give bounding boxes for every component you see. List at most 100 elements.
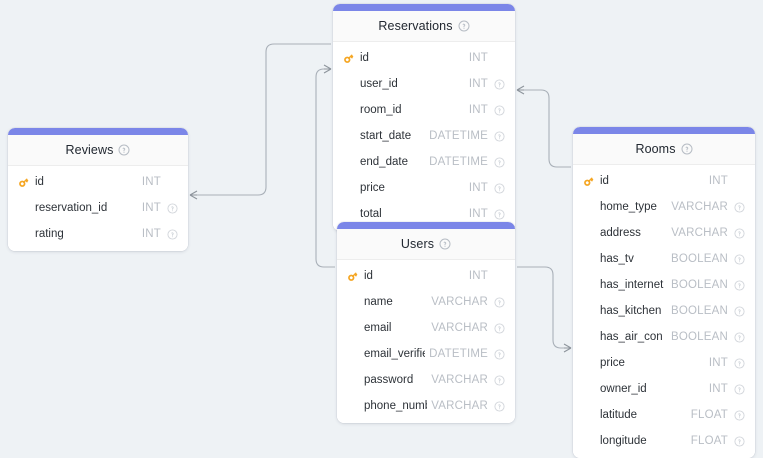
table-title: Reviews [65, 143, 114, 157]
column-type: VARCHAR [431, 374, 488, 386]
info-circle-icon[interactable] [439, 238, 451, 250]
info-circle-icon[interactable] [492, 78, 506, 90]
column-name: address [600, 227, 641, 239]
info-circle-icon[interactable] [458, 20, 470, 32]
column-name: phone_numbe [364, 400, 427, 412]
key-icon [18, 177, 31, 188]
key-icon [343, 53, 356, 64]
info-circle-icon[interactable] [681, 143, 693, 155]
info-circle-icon[interactable] [492, 208, 506, 220]
info-circle-icon[interactable] [492, 104, 506, 116]
column-name: room_id [360, 104, 402, 116]
column-type: VARCHAR [431, 400, 488, 412]
info-circle-icon[interactable] [732, 305, 746, 317]
info-circle-icon[interactable] [732, 201, 746, 213]
column-type: BOOLEAN [670, 331, 728, 343]
column-type: INT [468, 104, 488, 116]
column-name: home_type [600, 201, 657, 213]
table-title: Reservations [378, 19, 453, 33]
column-name: id [360, 52, 369, 64]
column-name: total [360, 208, 382, 220]
column-name: price [360, 182, 385, 194]
info-circle-icon[interactable] [492, 322, 506, 334]
edge-users-rooms [517, 266, 572, 353]
column-type: INT [141, 202, 161, 214]
info-circle-icon[interactable] [492, 130, 506, 142]
table-accent-bar [8, 128, 188, 135]
info-circle-icon[interactable] [732, 279, 746, 291]
column-type: BOOLEAN [670, 279, 728, 291]
info-circle-icon[interactable] [732, 253, 746, 265]
column-name: has_kitchen [600, 305, 662, 317]
column-type: INT [708, 357, 728, 369]
table-header-users[interactable]: Users [337, 229, 515, 260]
column-row[interactable]: price INT [333, 175, 515, 201]
column-row[interactable]: email_verified_ DATETIME [337, 341, 515, 367]
column-type: BOOLEAN [670, 253, 728, 265]
info-circle-icon[interactable] [492, 374, 506, 386]
table-header-reviews[interactable]: Reviews [8, 135, 188, 166]
column-name: id [364, 270, 373, 282]
table-header-rooms[interactable]: Rooms [573, 134, 755, 165]
column-name: longitude [600, 435, 647, 447]
info-circle-icon[interactable] [492, 296, 506, 308]
key-icon [347, 271, 360, 282]
column-row[interactable]: longitude FLOAT [573, 428, 755, 454]
info-circle-icon[interactable] [492, 348, 506, 360]
info-circle-icon[interactable] [732, 435, 746, 447]
table-accent-bar [573, 127, 755, 134]
info-circle-icon[interactable] [165, 202, 179, 214]
column-type: DATETIME [429, 130, 488, 142]
info-circle-icon[interactable] [118, 144, 130, 156]
info-circle-icon[interactable] [492, 182, 506, 194]
table-accent-bar [337, 222, 515, 229]
column-row[interactable]: phone_numbe VARCHAR [337, 393, 515, 419]
info-circle-icon[interactable] [732, 227, 746, 239]
info-circle-icon[interactable] [732, 331, 746, 343]
column-type: DATETIME [429, 348, 488, 360]
info-circle-icon[interactable] [732, 383, 746, 395]
table-header-reservations[interactable]: Reservations [333, 11, 515, 42]
column-name: user_id [360, 78, 398, 90]
info-circle-icon[interactable] [165, 228, 179, 240]
info-circle-icon[interactable] [732, 357, 746, 369]
column-name: email_verified_ [364, 348, 425, 360]
column-row[interactable]: room_id INT [333, 97, 515, 123]
info-circle-icon[interactable] [492, 156, 506, 168]
column-type: INT [468, 182, 488, 194]
info-circle-icon[interactable] [732, 409, 746, 421]
column-name: rating [35, 228, 64, 240]
column-name: owner_id [600, 383, 647, 395]
column-type: FLOAT [690, 435, 728, 447]
table-title: Rooms [635, 142, 676, 156]
